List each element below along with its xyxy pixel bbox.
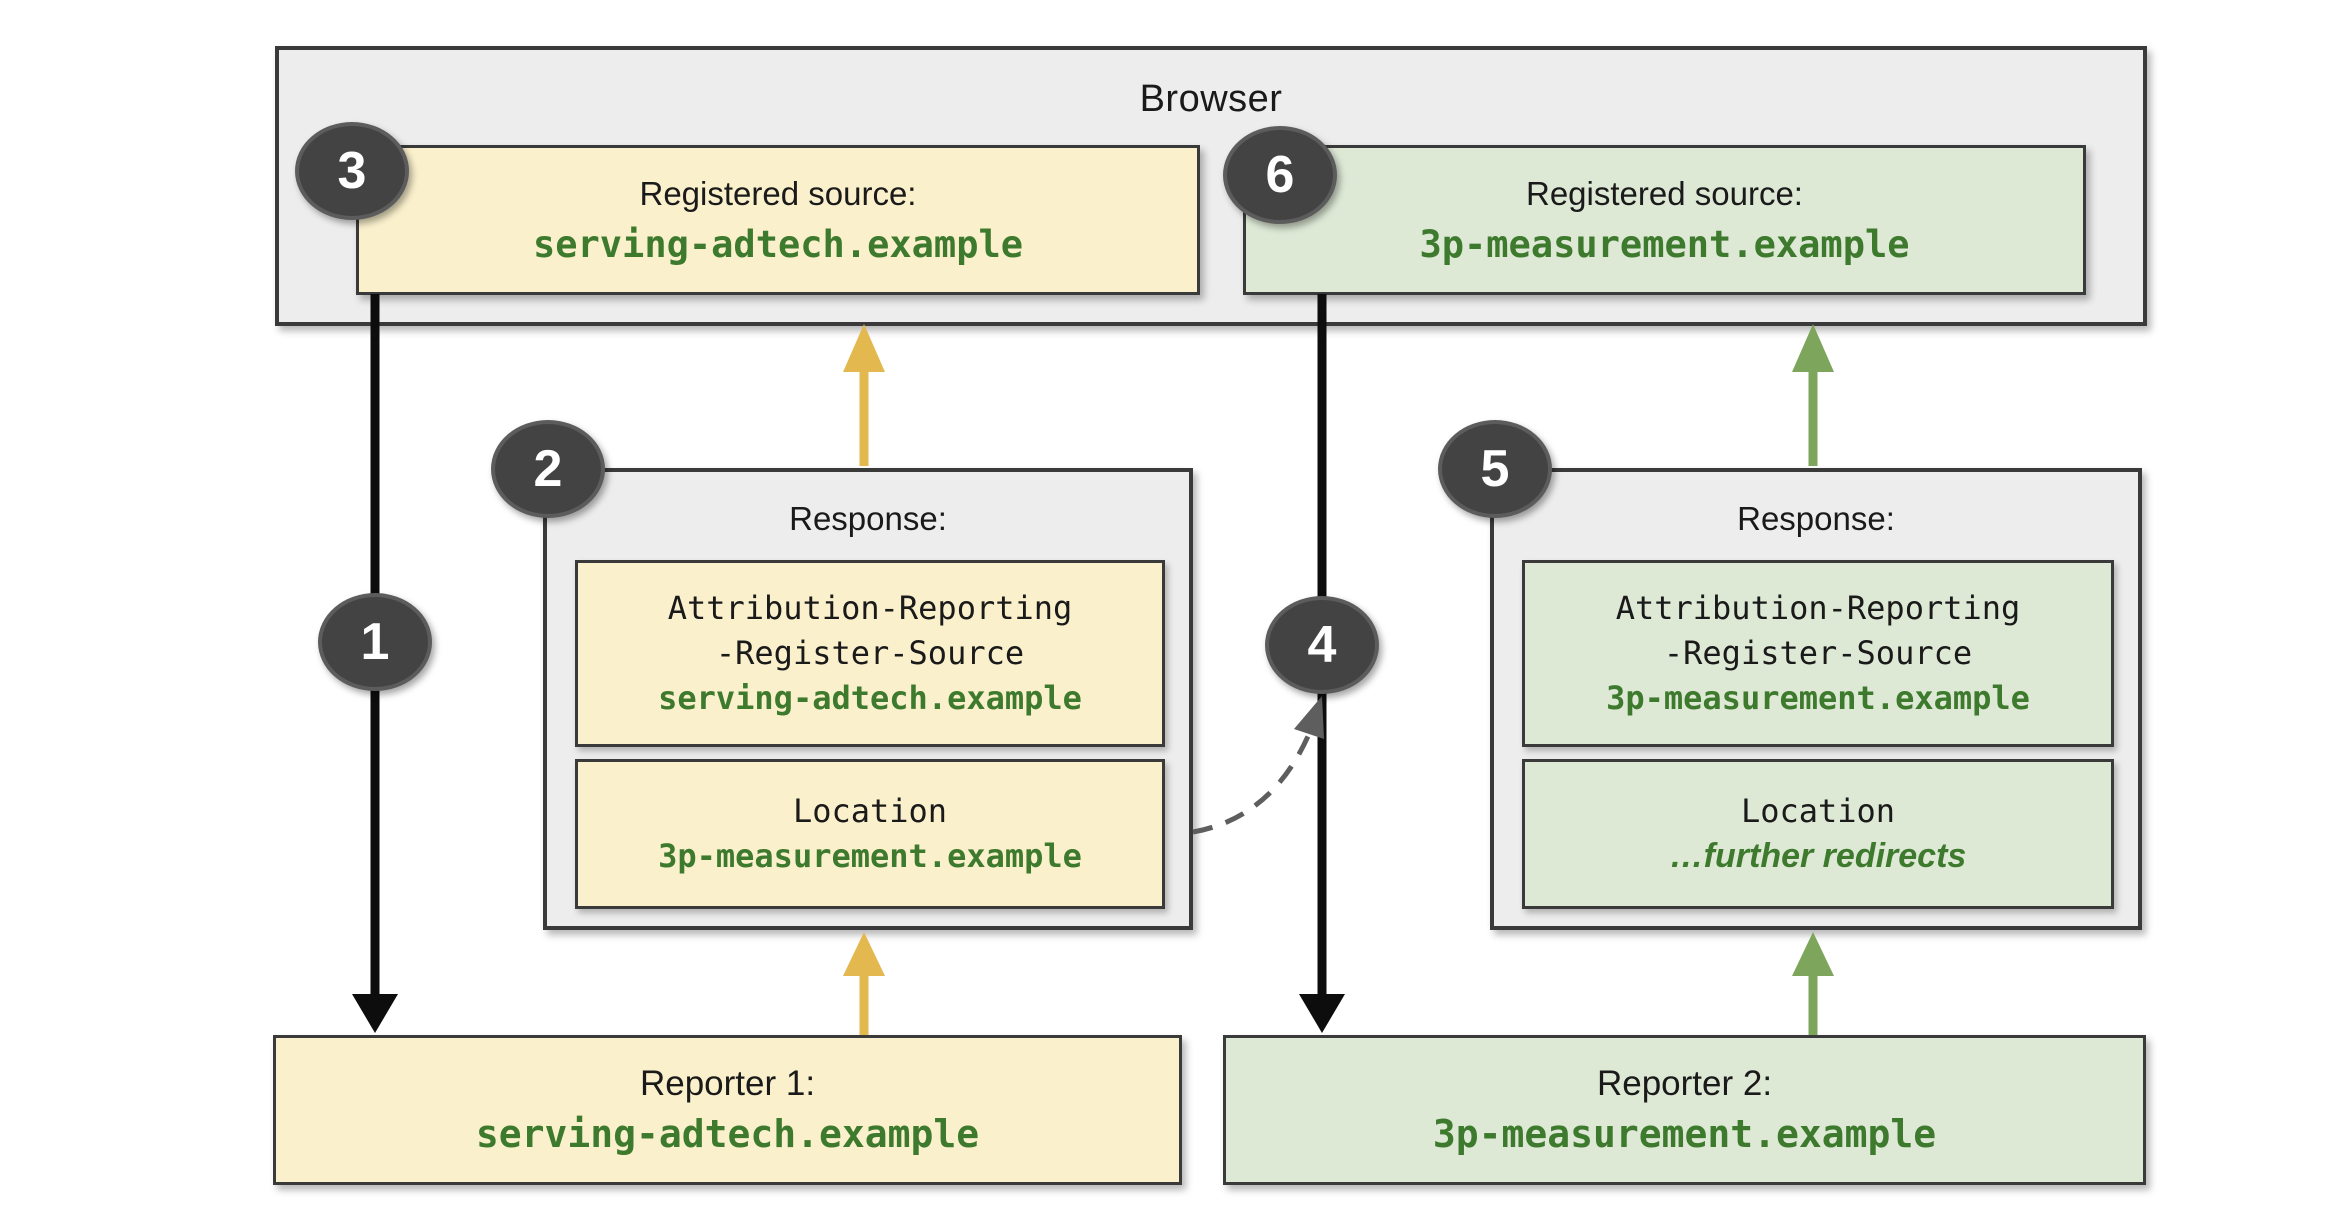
response-2-location-header: Location …further redirects [1522, 759, 2114, 909]
response-2-title: Response: [1737, 500, 1895, 537]
arrow-location-redirect-to-step4 [1192, 696, 1324, 835]
reporter-2-domain: 3p-measurement.example [1432, 1112, 1937, 1156]
header-name-line2: -Register-Source [715, 634, 1025, 672]
reporter-1-box: Reporter 1: serving-adtech.example [273, 1035, 1182, 1185]
response-1-location-header: Location 3p-measurement.example [575, 759, 1165, 909]
header-name-line1: Attribution-Reporting [1615, 589, 2021, 627]
header-value: 3p-measurement.example [1606, 679, 2030, 717]
registered-source-1-label: Registered source: [639, 174, 917, 212]
response-1-register-source-header: Attribution-Reporting -Register-Source s… [575, 560, 1165, 747]
header-value: serving-adtech.example [658, 679, 1082, 717]
response-1-box: Response: Attribution-Reporting -Registe… [543, 468, 1193, 930]
step-badge-1: 1 [318, 593, 432, 691]
reporter-1-label: Reporter 1: [639, 1064, 816, 1103]
response-1-title: Response: [789, 500, 947, 537]
header-name-line1: Attribution-Reporting [667, 589, 1073, 627]
location-label: Location [792, 792, 948, 830]
response-2-register-source-header: Attribution-Reporting -Register-Source 3… [1522, 560, 2114, 747]
location-value-further-redirects: …further redirects [1669, 837, 1967, 875]
reporter-2-box: Reporter 2: 3p-measurement.example [1223, 1035, 2146, 1185]
registered-source-2-label: Registered source: [1526, 174, 1803, 212]
reporter-2-label: Reporter 2: [1596, 1064, 1773, 1103]
step-badge-4: 4 [1265, 596, 1379, 694]
location-label: Location [1740, 792, 1896, 830]
arrow-response1-to-browser [843, 324, 885, 466]
arrow-reporter2-to-response [1792, 932, 1834, 1035]
arrow-response2-to-browser [1792, 324, 1834, 466]
step-badge-5: 5 [1438, 420, 1552, 518]
registered-source-2-box: Registered source: 3p-measurement.exampl… [1243, 145, 2086, 295]
location-value: 3p-measurement.example [658, 837, 1082, 875]
registered-source-1-box: Registered source: serving-adtech.exampl… [356, 145, 1200, 295]
registered-source-2-domain: 3p-measurement.example [1419, 222, 1910, 266]
step-badge-3: 3 [295, 122, 409, 220]
arrow-reporter1-to-response [843, 932, 885, 1035]
step-badge-2: 2 [491, 420, 605, 518]
reporter-1-domain: serving-adtech.example [475, 1112, 980, 1156]
response-2-box: Response: Attribution-Reporting -Registe… [1490, 468, 2142, 930]
browser-title: Browser [1139, 78, 1283, 120]
header-name-line2: -Register-Source [1663, 634, 1973, 672]
registered-source-1-domain: serving-adtech.example [532, 222, 1024, 266]
step-badge-6: 6 [1223, 126, 1337, 224]
